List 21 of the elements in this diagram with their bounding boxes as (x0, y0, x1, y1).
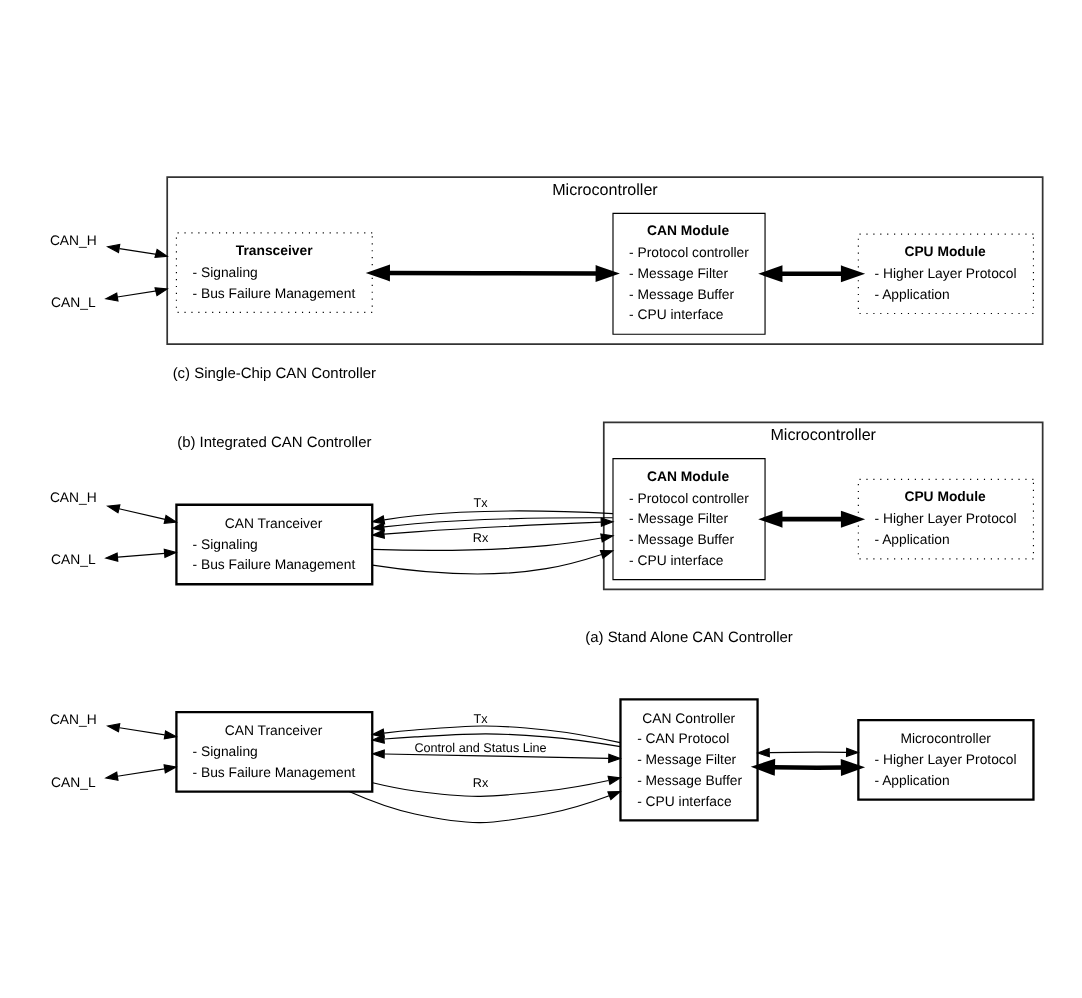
arrow (106, 504, 179, 525)
arrow (104, 287, 169, 302)
arrow (758, 265, 866, 283)
arrow (371, 533, 615, 551)
arrow (348, 790, 622, 824)
arrow (370, 749, 623, 764)
arrow (370, 510, 614, 525)
arrow (372, 775, 622, 797)
arrow (370, 517, 615, 539)
arrow (755, 747, 860, 758)
arrow (106, 243, 169, 258)
arrow (370, 517, 614, 532)
arrow (370, 733, 621, 748)
arrow (106, 723, 179, 740)
arrow (750, 758, 866, 777)
arrow (370, 725, 621, 744)
arrow (104, 548, 178, 562)
arrow (371, 550, 615, 575)
arrow (365, 264, 620, 283)
arrow (758, 510, 866, 528)
arrow (104, 764, 178, 781)
